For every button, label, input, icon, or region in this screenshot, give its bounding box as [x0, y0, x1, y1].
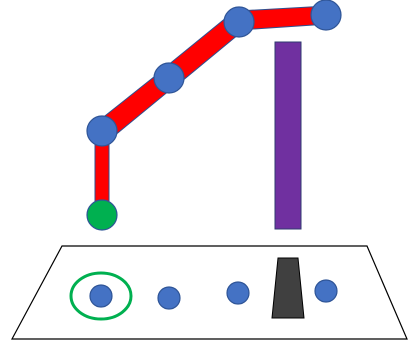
ball-icon[interactable] [226, 281, 250, 305]
ball-icon[interactable] [314, 279, 338, 303]
joint-icon[interactable] [86, 115, 118, 147]
pillar-icon [274, 41, 302, 230]
robot-arm-icon [94, 5, 329, 216]
joint-icon[interactable] [223, 6, 255, 38]
ball-icon[interactable] [89, 284, 113, 308]
joint-icon[interactable] [310, 0, 342, 31]
ball-icon[interactable] [157, 286, 181, 310]
block-icon[interactable] [271, 257, 305, 319]
target-ring-icon [69, 271, 133, 321]
table-surface [10, 245, 408, 340]
joint-icon[interactable] [153, 62, 185, 94]
end-effector-icon[interactable] [86, 199, 118, 231]
